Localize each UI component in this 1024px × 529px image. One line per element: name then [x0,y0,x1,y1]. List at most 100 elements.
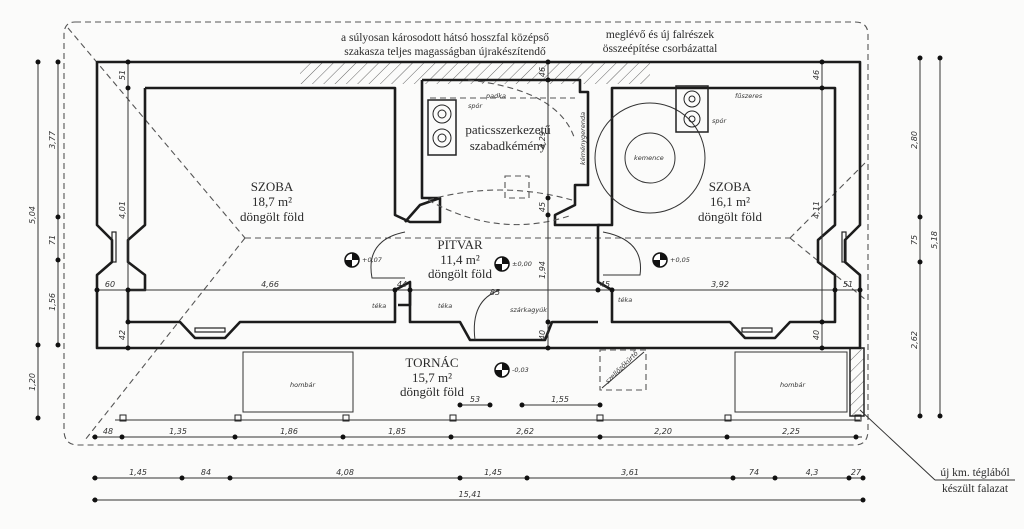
svg-text:4,29: 4,29 [538,131,547,149]
level-tornac: -0,03 [512,366,529,374]
dim-right [917,55,943,419]
label-teka-right: téka [618,296,632,304]
stove-right [675,85,709,133]
svg-text:5,04: 5,04 [28,206,37,224]
svg-text:3,61: 3,61 [621,468,639,477]
label-szellozo: szellőzőkürtő [603,348,640,385]
label-teka-left: téka [372,302,386,310]
label-spor-left: spór [468,102,483,110]
svg-text:5,18: 5,18 [930,231,939,249]
dim-left [35,59,61,421]
svg-text:60: 60 [105,280,115,289]
left-room-walls [145,86,442,224]
level-szoba-right: +0,05 [670,256,690,264]
svg-text:1,86: 1,86 [280,427,298,436]
svg-text:51: 51 [118,70,127,80]
svg-text:42: 42 [118,330,127,340]
kitchen-left-wall [420,80,440,200]
svg-text:1,45: 1,45 [129,468,147,477]
svg-text:53: 53 [470,395,480,404]
svg-text:4,08: 4,08 [336,468,354,477]
dim-text-right: 2,80 75 2,62 5,18 [910,131,939,349]
svg-text:1,45: 1,45 [484,468,502,477]
door-left-swing [370,231,406,279]
svg-text:2,62: 2,62 [516,427,534,436]
svg-text:1,85: 1,85 [388,427,406,436]
dim-line-outer [92,434,862,440]
svg-text:1,56: 1,56 [48,293,57,311]
svg-text:1,94: 1,94 [538,261,547,279]
door-front-swing [473,289,501,341]
svg-text:SZOBA: SZOBA [251,179,294,194]
svg-text:2,80: 2,80 [910,131,919,149]
level-markers [344,252,668,378]
svg-text:44: 44 [397,280,407,289]
porch-posts [119,414,862,422]
new-brick-wall-hatched [849,347,865,417]
dim-text-inner: 51 4,01 42 60 4,66 3,92 51 46 4,11 40 46… [105,67,853,404]
roof-hip-lines [67,27,867,441]
room-tornac: TORNÁC 15,7 m² döngölt föld [400,355,464,399]
svg-text:46: 46 [538,67,547,77]
svg-text:2,62: 2,62 [910,331,919,349]
label-gerenda: kéménygerenda [579,112,587,165]
svg-text:döngölt föld: döngölt föld [428,266,492,281]
svg-text:84: 84 [201,468,211,477]
note-chimney-2: szabadkémény [470,138,547,153]
note-new-wall-2: készült falazat [942,483,1009,495]
svg-text:11,4 m²: 11,4 m² [440,252,480,267]
note-joint-2: összeépítése csorbázattal [603,43,718,55]
svg-text:2,25: 2,25 [782,427,800,436]
svg-text:3,77: 3,77 [48,130,57,149]
vent-box [599,349,647,391]
kitchen-arc [467,79,576,141]
windows [111,231,847,333]
chimney-opening [504,175,530,199]
stove-left [427,99,457,156]
room-szoba-left: SZOBA 18,7 m² döngölt föld [240,179,304,224]
svg-text:1,20: 1,20 [28,373,37,391]
label-teka-mid: téka [438,302,452,310]
hombar-left-box [242,351,354,413]
note-rear-wall-1: a súlyosan károsodott hátsó hosszfal köz… [341,32,549,44]
note-joint-1: meglévő és új falrészek [606,29,714,41]
room-szoba-right: SZOBA 16,1 m² döngölt föld [698,179,762,224]
dim-text-left: 3,77 71 1,56 5,04 1,20 [28,130,57,391]
note-chimney-1: paticsszerkezetű [465,122,551,137]
door-right-swing [602,231,642,276]
level-pitvar: ±0,00 [512,260,532,268]
label-hombar-left: hombár [290,381,317,389]
svg-text:18,7 m²: 18,7 m² [252,194,292,209]
right-room-walls [596,86,837,340]
svg-text:48: 48 [103,427,113,436]
svg-text:15,7 m²: 15,7 m² [412,370,452,385]
svg-text:4,3: 4,3 [806,468,819,477]
label-szarkagyuk: szárkagyúk [510,306,547,314]
roof-eaves-outline [63,21,869,446]
rear-wall-hatched-section [300,62,650,84]
svg-text:4,01: 4,01 [118,201,127,219]
svg-text:74: 74 [749,468,759,477]
svg-text:4,11: 4,11 [812,201,821,219]
svg-text:2,20: 2,20 [654,427,672,436]
label-kemence: kemence [634,154,664,162]
svg-text:TORNÁC: TORNÁC [405,355,458,370]
dim-line-total [92,497,866,503]
svg-text:46: 46 [812,70,821,80]
svg-text:51: 51 [843,280,853,289]
svg-text:71: 71 [48,235,57,245]
svg-text:45: 45 [600,280,610,289]
svg-text:SZOBA: SZOBA [709,179,752,194]
svg-text:1,55: 1,55 [551,395,569,404]
svg-text:16,1 m²: 16,1 m² [710,194,750,209]
svg-text:27: 27 [851,468,862,477]
label-padka: padka [485,92,506,100]
svg-text:1,35: 1,35 [169,427,187,436]
svg-text:40: 40 [812,330,821,340]
svg-text:döngölt föld: döngölt föld [240,209,304,224]
hombar-right-box [734,351,848,413]
svg-text:4,66: 4,66 [261,280,279,289]
pitvar-front-wall [408,290,598,342]
dim-text-total: 15,41 [459,490,482,499]
